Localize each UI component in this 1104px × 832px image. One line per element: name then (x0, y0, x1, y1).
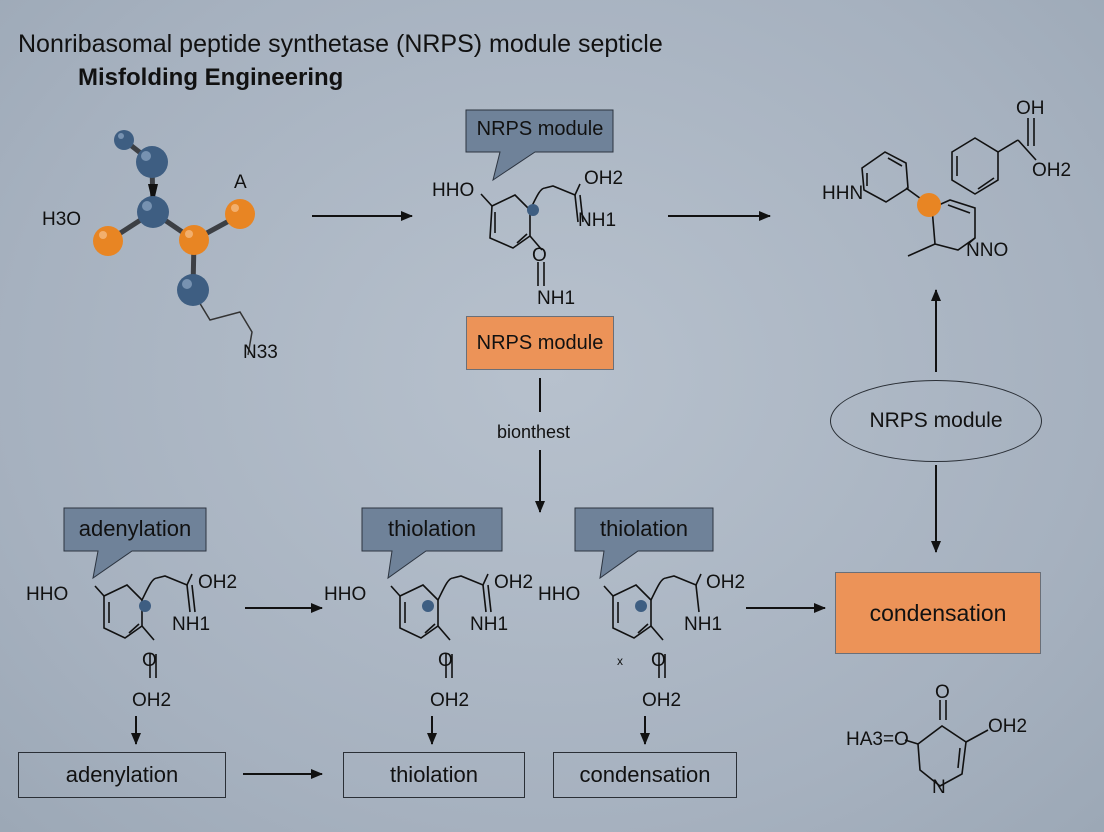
diagram-subtitle: Misfolding Engineering (78, 64, 344, 91)
condensation-box: condensation (835, 572, 1041, 654)
atom-label-h3o: H3O (42, 209, 82, 230)
blue-atom-dot (635, 600, 647, 612)
chem-label-oh2-bottom: OH2 (132, 690, 172, 711)
diagram-title: Nonribasomal peptide synthetase (NRPS) m… (18, 30, 663, 58)
chem-label-ha3o: HA3=O (846, 729, 909, 750)
orange-atom (179, 225, 209, 255)
chem-label-oh2-right: OH2 (1032, 160, 1072, 181)
condensation-box-label: condensation (869, 599, 1007, 626)
benzene-ring (951, 137, 999, 195)
chem-label-oh2: OH2 (494, 572, 534, 593)
chem-label-hho: HHO (538, 584, 581, 605)
chem-label-o: O (532, 245, 547, 266)
bottom-structure-3 (603, 573, 702, 678)
chem-label-n: N (932, 777, 946, 798)
chem-label-oh2-bottom: OH2 (642, 690, 682, 711)
blue-atom (137, 196, 169, 228)
orange-atom-dot (917, 193, 941, 217)
chem-label-oh2-bottom: OH2 (430, 690, 470, 711)
chem-label-oh2-ring: OH2 (988, 716, 1028, 737)
edge-label-bionthest: bionthest (497, 422, 571, 442)
orange-atom (93, 226, 123, 256)
chem-label-o: O (438, 650, 453, 671)
chem-label-hho: HHO (26, 584, 69, 605)
chem-label-o-right: O (935, 682, 950, 703)
chem-label-oh2: OH2 (198, 572, 238, 593)
blue-atom-dot (527, 204, 539, 216)
chem-label-hhn: HHN (822, 183, 864, 204)
chem-lines (94, 118, 1037, 787)
chem-label-oh2: OH2 (584, 168, 624, 189)
callout-thiolation-label: thiolation (387, 516, 477, 541)
orange-atom (225, 199, 255, 229)
chem-label-hho: HHO (432, 180, 475, 201)
callout-bubble-top (465, 109, 614, 182)
blue-atom (114, 130, 134, 150)
chem-label-o: O (142, 650, 157, 671)
chem-label-hho: HHO (324, 584, 367, 605)
chem-label-nh1: NH1 (470, 614, 509, 635)
output-box-label: condensation (579, 762, 711, 787)
nrps-module-oval: NRPS module (830, 380, 1042, 462)
blue-atom (136, 146, 168, 178)
blue-atom-dot (139, 600, 151, 612)
atom-label-a: A (234, 172, 247, 193)
top-center-ring (489, 194, 531, 249)
chem-label-nh1: NH1 (578, 210, 617, 231)
output-box-label: adenylation (65, 762, 179, 787)
atom-label-n33: N33 (243, 342, 278, 363)
x-mark: x (617, 654, 623, 668)
output-box-thiolation: thiolation (343, 752, 525, 798)
chem-label-nh1-bottom: NH1 (537, 288, 576, 309)
callout-adenylation-label: adenylation (78, 516, 192, 541)
chem-label-oh2: OH2 (706, 572, 746, 593)
chem-label-nh1: NH1 (172, 614, 211, 635)
chem-label-oh: OH (1016, 98, 1045, 119)
chem-label-o: O (651, 650, 666, 671)
output-box-condensation: condensation (553, 752, 737, 798)
ball-stick-molecule (93, 130, 255, 356)
callout-thiolation-label: thiolation (599, 516, 689, 541)
nrps-module-oval-label: NRPS module (869, 409, 1003, 432)
output-box-adenylation: adenylation (18, 752, 226, 798)
output-box-label: thiolation (389, 762, 479, 787)
callout-bubble-adenylation (63, 507, 207, 580)
chem-label-nno: NNO (966, 240, 1009, 261)
bottom-structure-2 (390, 573, 492, 678)
chem-label-nh1: NH1 (684, 614, 723, 635)
blue-atom-dot (422, 600, 434, 612)
callout-bubble-thiolation-1 (361, 507, 503, 580)
callout-top-label: NRPS module (476, 118, 604, 140)
bottom-right-ring (917, 725, 967, 787)
callout-bubble-thiolation-2 (574, 507, 714, 580)
pyridine-ring (861, 151, 909, 203)
nrps-module-box-label: NRPS module (476, 331, 604, 354)
nrps-module-box: NRPS module (466, 316, 614, 370)
blue-atom (177, 274, 209, 306)
bottom-structure-1 (94, 573, 196, 678)
